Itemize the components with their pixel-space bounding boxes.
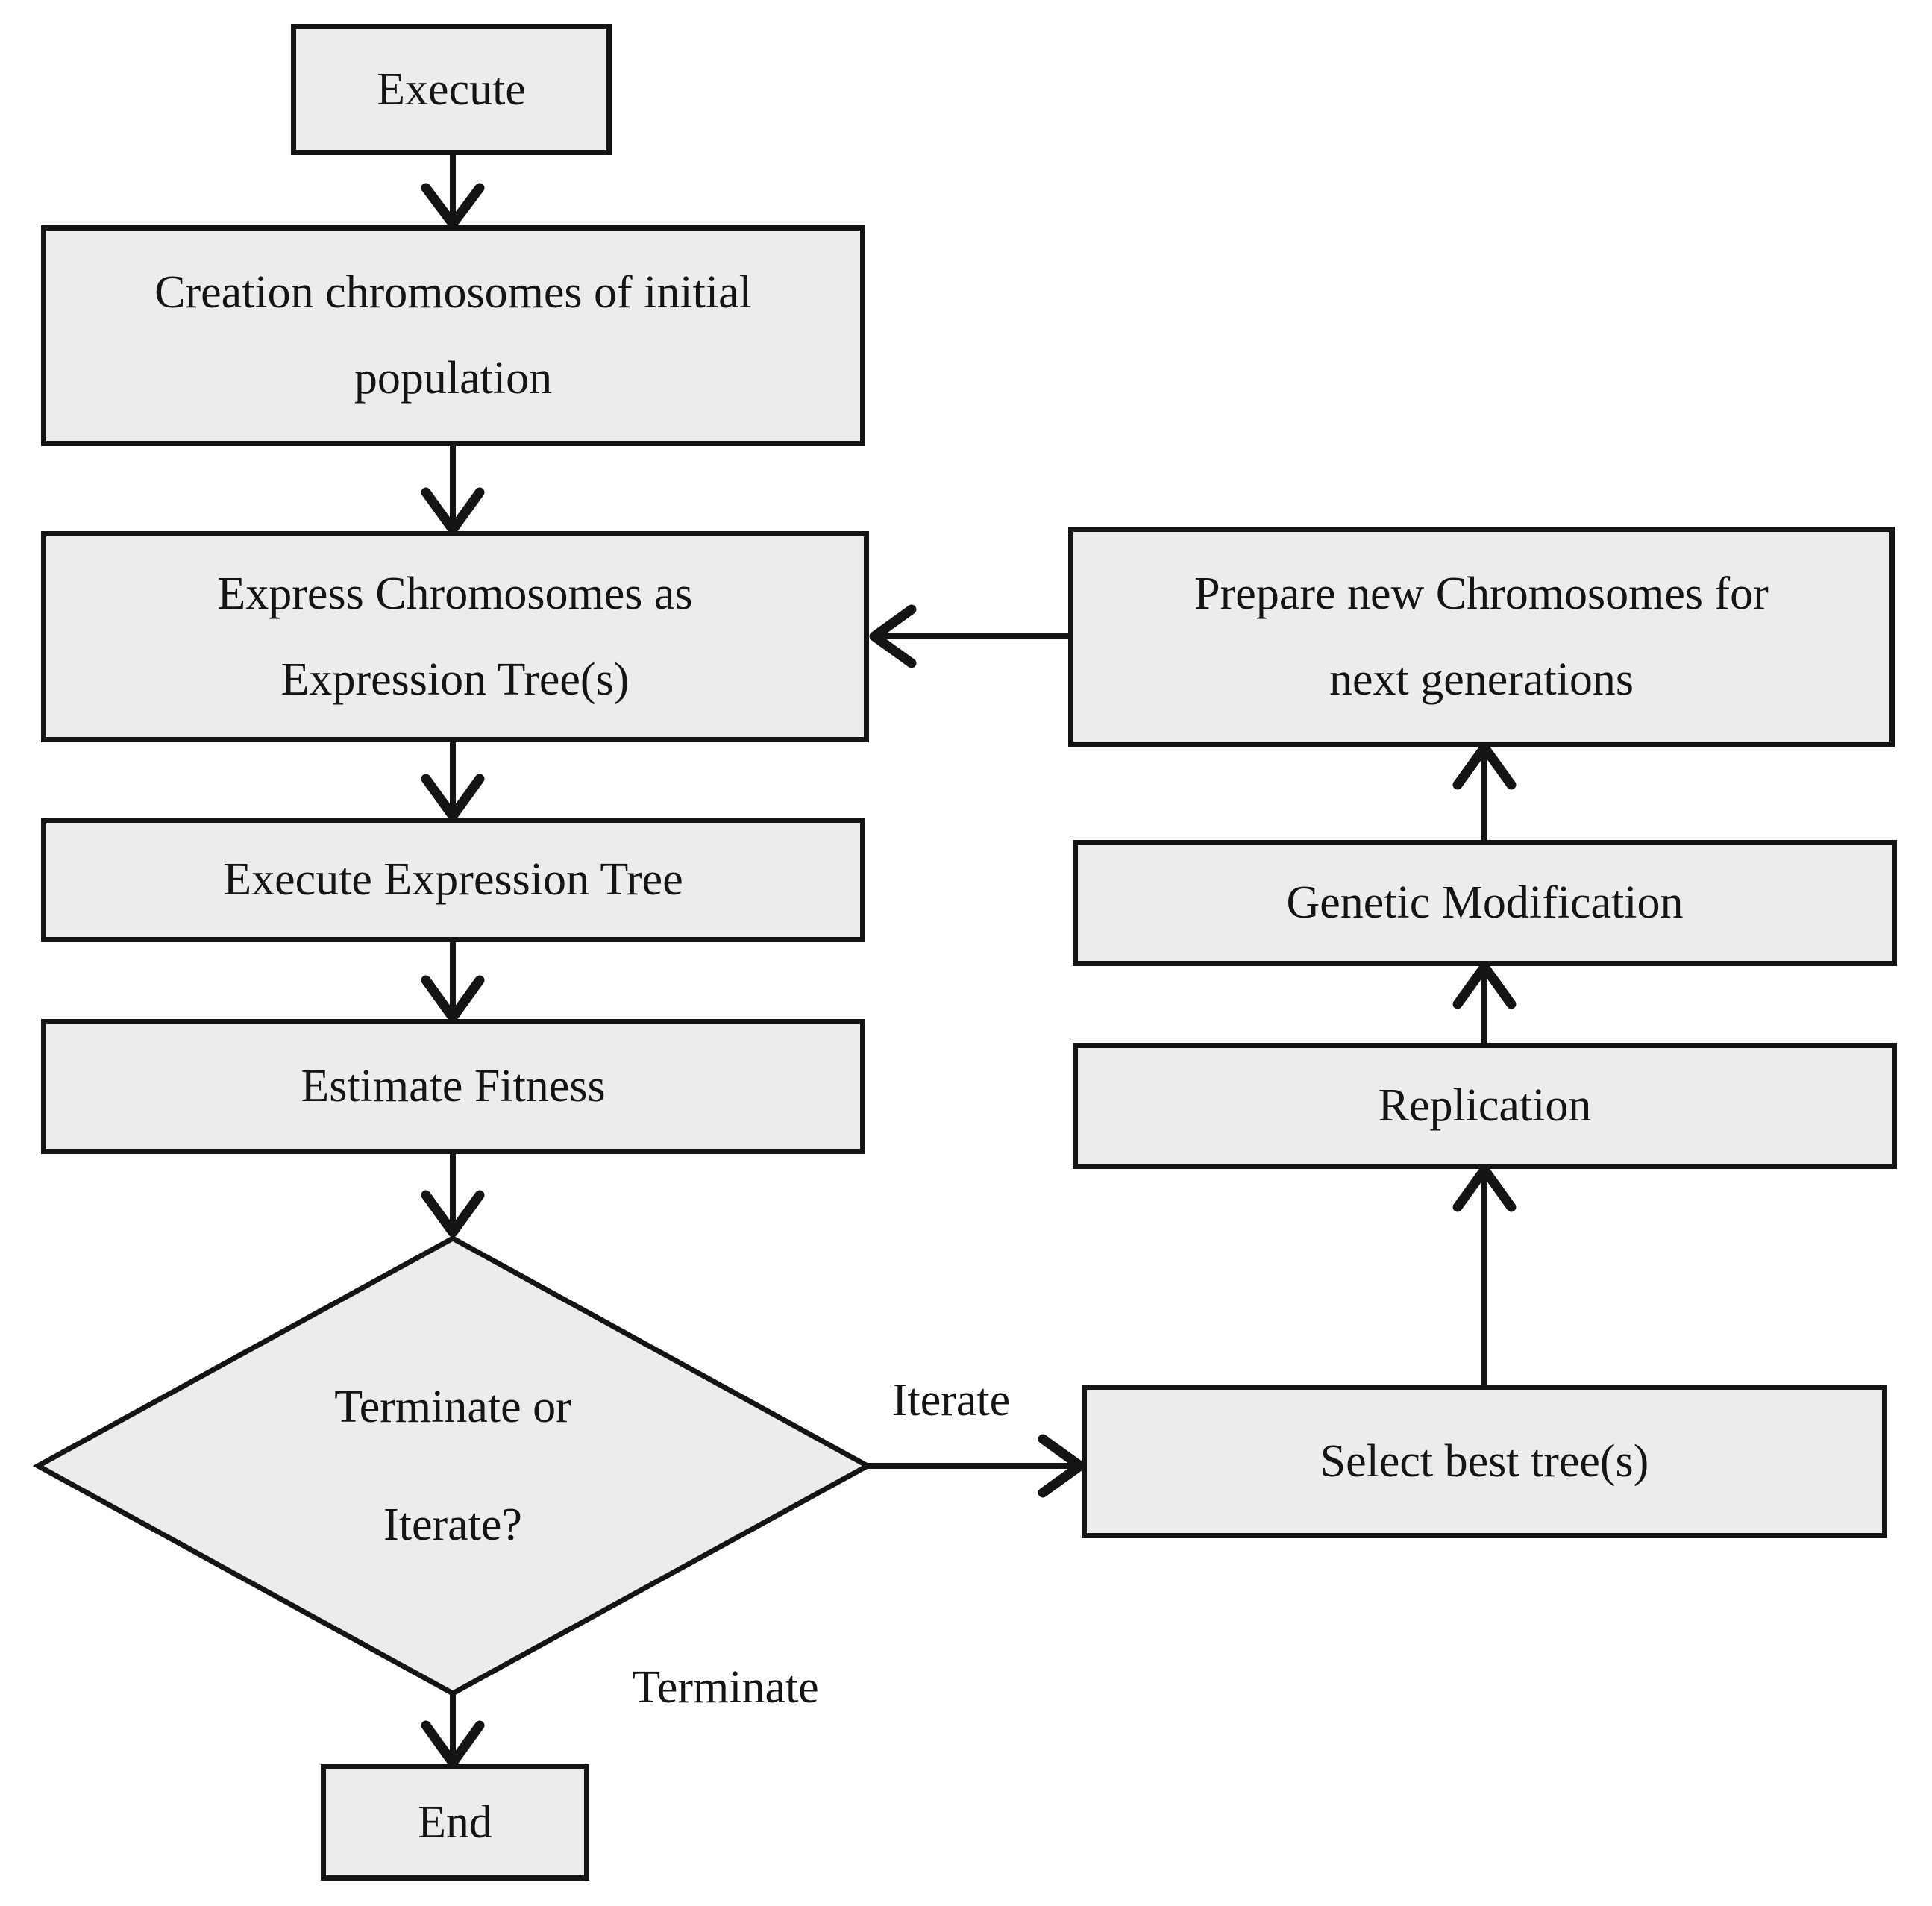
node-genetic-modification-label: Genetic Modification xyxy=(1286,877,1684,929)
arrow-express-to-execute-tree xyxy=(421,742,485,821)
node-express-chromosomes: Express Chromosomes as Expression Tree(s… xyxy=(41,531,869,742)
arrow-prepare-to-express xyxy=(869,604,1068,668)
node-express-text: Express Chromosomes as Expression Tree(s… xyxy=(217,551,692,722)
node-execute-expression-tree-label: Execute Expression Tree xyxy=(223,854,683,906)
arrow-creation-to-express xyxy=(421,445,485,535)
node-execute-label: Execute xyxy=(377,63,526,115)
node-select-best-trees-label: Select best tree(s) xyxy=(1320,1435,1649,1487)
node-prepare-line2: next generations xyxy=(1329,653,1634,705)
arrow-select-to-replication xyxy=(1452,1164,1517,1385)
node-estimate-fitness-label: Estimate Fitness xyxy=(301,1061,606,1112)
node-decision-terminate-or-iterate: Terminate or Iterate? xyxy=(186,1347,719,1585)
node-select-best-trees: Select best tree(s) xyxy=(1082,1385,1887,1538)
arrow-estimate-to-decision xyxy=(421,1153,485,1238)
node-genetic-modification: Genetic Modification xyxy=(1073,840,1897,966)
node-decision-line1: Terminate or xyxy=(334,1381,571,1432)
node-creation-line2: population xyxy=(354,353,553,404)
arrow-genetic-to-prepare xyxy=(1452,742,1517,840)
node-decision-line2: Iterate? xyxy=(383,1499,522,1550)
node-prepare-text: Prepare new Chromosomes for next generat… xyxy=(1194,551,1769,722)
node-creation-chromosomes: Creation chromosomes of initial populati… xyxy=(41,225,865,446)
edge-label-iterate: Iterate xyxy=(891,1375,1011,1426)
node-end-label: End xyxy=(418,1796,492,1848)
edge-label-terminate: Terminate xyxy=(632,1662,819,1713)
arrow-execute-to-creation xyxy=(421,154,485,229)
node-prepare-line1: Prepare new Chromosomes for xyxy=(1194,568,1769,619)
arrow-execute-tree-to-estimate xyxy=(421,941,485,1023)
node-creation-line1: Creation chromosomes of initial xyxy=(154,267,752,319)
arrow-replication-to-genetic xyxy=(1452,962,1517,1043)
node-replication-label: Replication xyxy=(1378,1080,1592,1132)
arrow-decision-to-end xyxy=(421,1693,485,1768)
node-replication: Replication xyxy=(1073,1043,1897,1169)
node-execute-expression-tree: Execute Expression Tree xyxy=(41,818,865,942)
arrow-decision-to-select xyxy=(868,1434,1085,1498)
node-creation-text: Creation chromosomes of initial populati… xyxy=(154,250,752,421)
node-express-line1: Express Chromosomes as xyxy=(217,568,693,619)
node-end: End xyxy=(321,1764,589,1881)
node-execute: Execute xyxy=(291,24,612,155)
node-express-line2: Expression Tree(s) xyxy=(280,653,630,705)
node-prepare-new-chromosomes: Prepare new Chromosomes for next generat… xyxy=(1068,527,1895,747)
node-estimate-fitness: Estimate Fitness xyxy=(41,1019,865,1154)
